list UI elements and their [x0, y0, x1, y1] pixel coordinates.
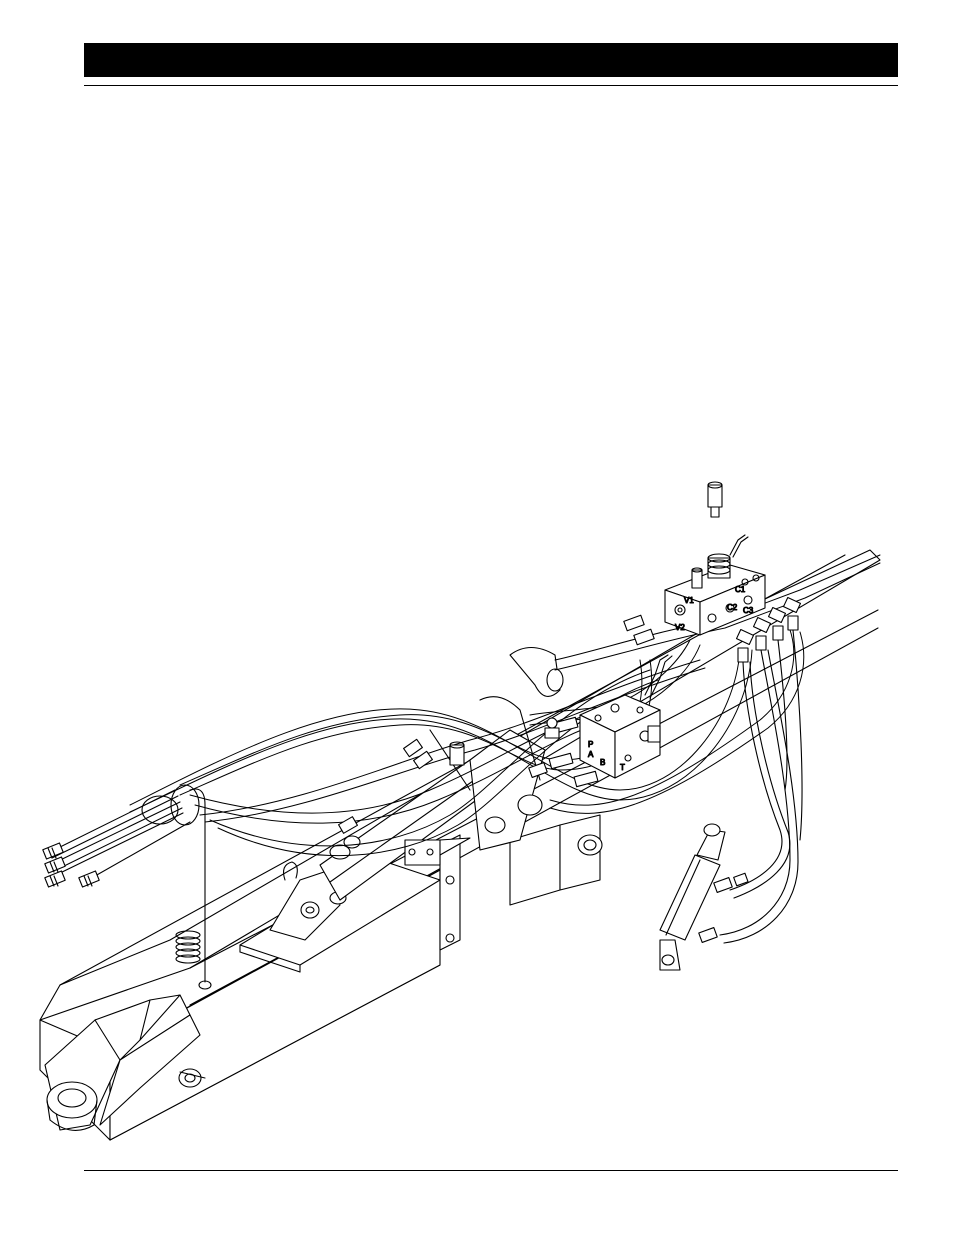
small-hydraulic-cylinder [660, 824, 748, 970]
valve-label-a: A [588, 750, 594, 759]
lower-block [510, 815, 602, 905]
valve-label-p: P [588, 740, 593, 749]
valve-label-c2: C2 [727, 603, 738, 612]
hose-fittings-left [43, 790, 190, 887]
header-bar [84, 43, 898, 77]
valve-label-v2: V2 [675, 623, 685, 632]
upper-valve-block: V1 V2 C1 C2 C3 [665, 482, 765, 635]
valve-label-b: B [600, 758, 605, 767]
hydraulic-assembly-illustration: P A B T V1 V2 C1 C2 C3 [0, 460, 954, 1160]
lift-arm-bracket [510, 648, 563, 697]
footer-rule [84, 1170, 898, 1171]
valve-label-c1: C1 [735, 585, 746, 594]
valve-label-v1: V1 [684, 596, 694, 605]
valve-label-c3: C3 [743, 606, 754, 615]
header-rule [84, 85, 898, 86]
valve-label-t: T [620, 763, 625, 772]
